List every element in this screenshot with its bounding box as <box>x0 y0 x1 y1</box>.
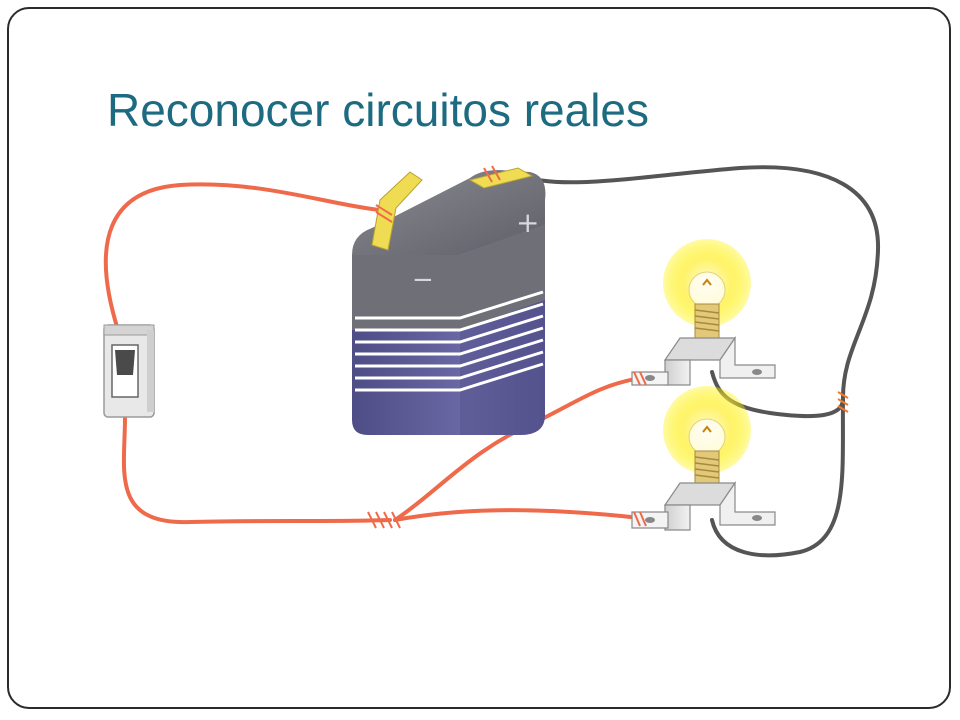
wire-twist-junction <box>367 511 401 529</box>
wire-right-to-bulb-bottom <box>710 398 845 558</box>
battery-terminal-plus <box>468 167 534 189</box>
slide-title: Reconocer circuitos reales <box>107 84 650 136</box>
wire-switch-to-junction <box>121 416 392 525</box>
black-wire-junction-twist <box>837 391 849 413</box>
light-bulb-top <box>631 239 776 386</box>
light-bulb-bottom <box>631 386 776 531</box>
wire-battery-plus-to-right <box>518 165 881 402</box>
wire-battery-minus-to-switch <box>103 182 382 332</box>
battery-terminal-minus <box>371 171 423 251</box>
battery-plus-label: + <box>516 206 539 239</box>
battery-minus-label: − <box>412 265 434 295</box>
wire-junction-to-bulb-bottom <box>393 508 642 522</box>
battery: − + <box>352 165 546 435</box>
battery-stripes <box>355 290 544 392</box>
switch[interactable] <box>103 324 155 418</box>
